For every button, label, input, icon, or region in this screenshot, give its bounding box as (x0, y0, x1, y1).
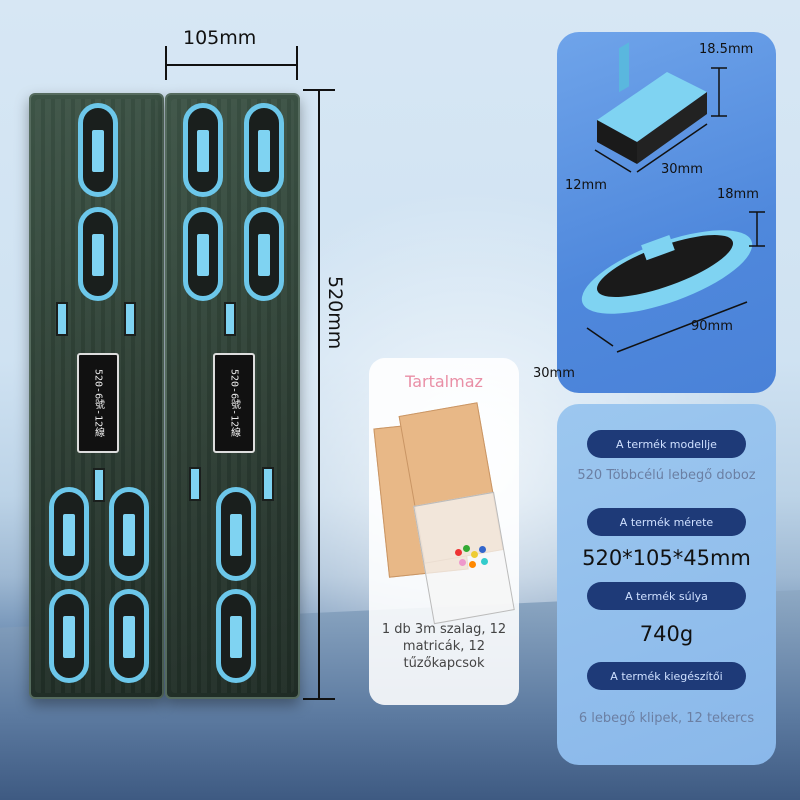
clip-top-1 (78, 103, 118, 197)
clip-block-front (637, 92, 707, 164)
small-clip (262, 467, 274, 501)
clip-dimensions-panel: 18.5mm 30mm 12mm 18mm 90mm 30mm (533, 32, 776, 393)
small-clip (224, 302, 236, 336)
spec-value-accessories: 6 lebegő klipek, 12 tekercs (578, 711, 755, 726)
clip-block-slot (619, 42, 629, 93)
clip-length-label: 30mm (661, 162, 703, 177)
spec-label-weight: A termék súlya (587, 582, 746, 610)
float-height-label: 18mm (717, 187, 759, 202)
spec-label-size: A termék mérete (587, 508, 746, 536)
clip-illustration (581, 42, 765, 353)
clip-bottom-2 (109, 487, 149, 581)
clip-bottom-4 (109, 589, 149, 683)
box-length-tick-top (303, 89, 335, 91)
clip-block-side (597, 120, 637, 164)
small-clip (93, 468, 105, 502)
clip-top-2 (78, 207, 118, 301)
spec-label-accessories: A termék kiegészítői (587, 662, 746, 690)
box-width-tick-left (165, 46, 167, 80)
contents-card: Tartalmaz 1 db 3m szalag, 12 matricák, 1… (369, 358, 519, 705)
box-width-label: 105mm (183, 27, 257, 49)
float-clip (641, 235, 675, 261)
pins-icon (453, 543, 493, 573)
small-clip (189, 467, 201, 501)
float-width-label: 30mm (533, 366, 575, 381)
float-box-left: 520-6號-12線 (29, 93, 164, 699)
contents-description: 1 db 3m szalag, 12 matricák, 12 tűzőkapc… (381, 622, 507, 671)
clip-block-top (597, 72, 707, 142)
box-width-tick-right (296, 46, 298, 80)
spec-value-model: 520 Többcélú lebegő doboz (577, 468, 756, 483)
clip-top-3 (183, 207, 223, 301)
product-specs-panel: A termék modellje 520 Többcélú lebegő do… (557, 404, 776, 765)
small-clip (56, 302, 68, 336)
spec-value-size: 520*105*45mm (582, 546, 751, 570)
clip-depth-label: 12mm (565, 178, 607, 193)
clip-bottom-2 (216, 589, 256, 683)
clip-top-1 (183, 103, 223, 197)
box-label-plate: 520-6號-12線 (77, 353, 119, 453)
clip-bottom-1 (216, 487, 256, 581)
float-box-right: 520-6號-12線 (165, 93, 300, 699)
box-length-label: 520mm (324, 276, 346, 350)
box-label-plate: 520-6號-12線 (213, 353, 255, 453)
box-length-line (318, 90, 320, 700)
clip-top-4 (244, 207, 284, 301)
float-core (596, 235, 734, 297)
small-clip (124, 302, 136, 336)
clip-height-label: 18.5mm (699, 42, 754, 57)
clip-bottom-1 (49, 487, 89, 581)
box-width-line (165, 64, 298, 66)
spec-value-weight: 740g (639, 622, 694, 646)
clip-bottom-3 (49, 589, 89, 683)
contents-title: Tartalmaz (405, 372, 483, 391)
float-length-label: 90mm (691, 319, 733, 334)
box-length-tick-bottom (303, 698, 335, 700)
clip-top-2 (244, 103, 284, 197)
spec-label-model: A termék modellje (587, 430, 746, 458)
